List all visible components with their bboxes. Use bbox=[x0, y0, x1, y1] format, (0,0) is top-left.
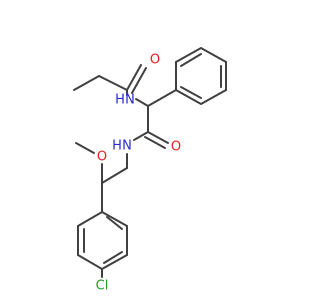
bond bbox=[175, 46, 227, 106]
bond bbox=[135, 98, 149, 107]
bond bbox=[147, 89, 177, 107]
atom-labels: N H N H O O O Cl bbox=[96, 53, 181, 294]
bond bbox=[103, 251, 123, 264]
bond bbox=[180, 53, 202, 67]
nitrogen-atom-label: N bbox=[125, 93, 135, 108]
bond bbox=[75, 142, 95, 154]
hydrogen-atom-label: H bbox=[115, 93, 125, 108]
bond bbox=[144, 136, 166, 149]
bond bbox=[131, 67, 147, 94]
oxygen-atom-label: O bbox=[171, 140, 181, 155]
molecule-structure: N H N H O O O Cl bbox=[73, 46, 227, 294]
bond bbox=[77, 210, 128, 271]
oxygen-atom-label: O bbox=[150, 53, 160, 68]
bond-lines bbox=[73, 46, 227, 278]
nitrogen-atom-label: N bbox=[122, 139, 132, 154]
bond bbox=[126, 64, 142, 91]
chlorine-atom-label: Cl bbox=[96, 279, 109, 294]
bond bbox=[133, 131, 149, 141]
oxygen-atom-label: O bbox=[97, 150, 107, 165]
bond bbox=[98, 75, 128, 91]
bond bbox=[147, 131, 169, 144]
bond bbox=[180, 86, 202, 99]
bond bbox=[101, 167, 128, 184]
bond bbox=[106, 216, 123, 230]
hydrogen-atom-label: H bbox=[112, 139, 122, 154]
bond bbox=[73, 75, 100, 91]
